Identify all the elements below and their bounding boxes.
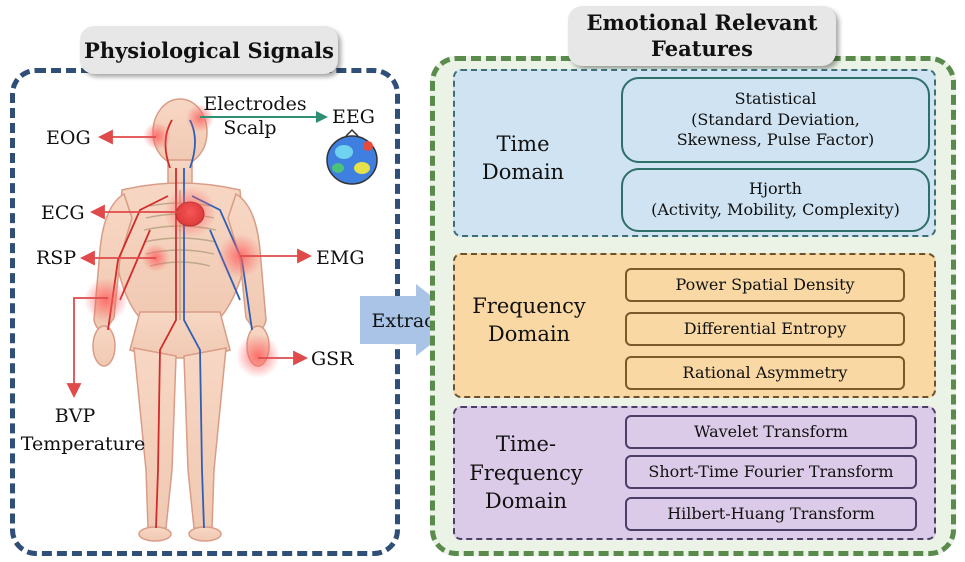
eog-glow <box>143 122 171 150</box>
statistical-feature: Statistical (Standard Deviation, Skewnes… <box>621 77 930 163</box>
rsp-label: RSP <box>36 247 77 269</box>
emg-label: EMG <box>316 247 365 269</box>
time-domain-label-line-1: Time <box>496 131 550 156</box>
temperature-label: Temperature <box>20 433 146 455</box>
ecg-label: ECG <box>41 202 85 224</box>
extract-label: Extract <box>371 310 443 332</box>
ecg-glow <box>164 186 216 238</box>
bvp-glow <box>84 278 128 322</box>
gsr-glow <box>236 334 280 378</box>
eeg-arrow <box>200 111 328 123</box>
time-frequency-domain-label: Time- Frequency Domain <box>464 427 588 519</box>
frequency-domain-label-line-2: Domain <box>487 322 571 346</box>
frequency-domain-label: Frequency Domain <box>464 290 594 350</box>
signal-arrows <box>66 129 313 399</box>
title-line-1: Emotional Relevant <box>586 9 818 35</box>
body-silhouette <box>92 98 270 542</box>
time-domain-label-line-2: Domain <box>481 160 565 184</box>
frequency-domain-label-line-1: Frequency <box>472 293 586 318</box>
eog-label: EOG <box>46 127 91 149</box>
hjorth-feature: Hjorth (Activity, Mobility, Complexity) <box>621 168 930 232</box>
time-frequency-label-line-3: Domain <box>484 489 568 514</box>
time-frequency-label-line-1: Time- <box>495 432 557 457</box>
differential-entropy-feature: Differential Entropy <box>625 312 905 346</box>
eeg-label: EEG <box>332 106 375 128</box>
hjorth-title: Hjorth <box>749 179 802 199</box>
time-domain-label: Time Domain <box>468 128 578 188</box>
statistical-detail-1: (Standard Deviation, <box>691 109 860 129</box>
power-spatial-density-feature: Power Spatial Density <box>625 268 905 302</box>
statistical-title: Statistical <box>734 88 817 108</box>
hjorth-detail: (Activity, Mobility, Complexity) <box>651 200 900 219</box>
bvp-label: BVP <box>54 405 96 427</box>
physiological-signals-title: Physiological Signals <box>80 26 338 74</box>
electrodes-label: Electrodes <box>203 93 307 115</box>
statistical-detail-2: Skewness, Pulse Factor) <box>676 130 875 150</box>
stft-feature: Short-Time Fourier Transform <box>625 455 917 489</box>
rational-asymmetry-feature: Rational Asymmetry <box>625 356 905 390</box>
time-frequency-label-line-2: Frequency <box>469 460 583 485</box>
title-line-2: Features <box>651 36 753 61</box>
wavelet-transform-feature: Wavelet Transform <box>625 415 917 449</box>
gsr-label: GSR <box>311 348 354 370</box>
hilbert-huang-transform-feature: Hilbert-Huang Transform <box>625 497 917 531</box>
bvp-arrow <box>73 297 108 386</box>
emotional-features-title: Emotional Relevant Features <box>568 6 836 66</box>
eeg-topomap-icon <box>326 128 378 185</box>
scalp-label: Scalp <box>223 117 277 139</box>
